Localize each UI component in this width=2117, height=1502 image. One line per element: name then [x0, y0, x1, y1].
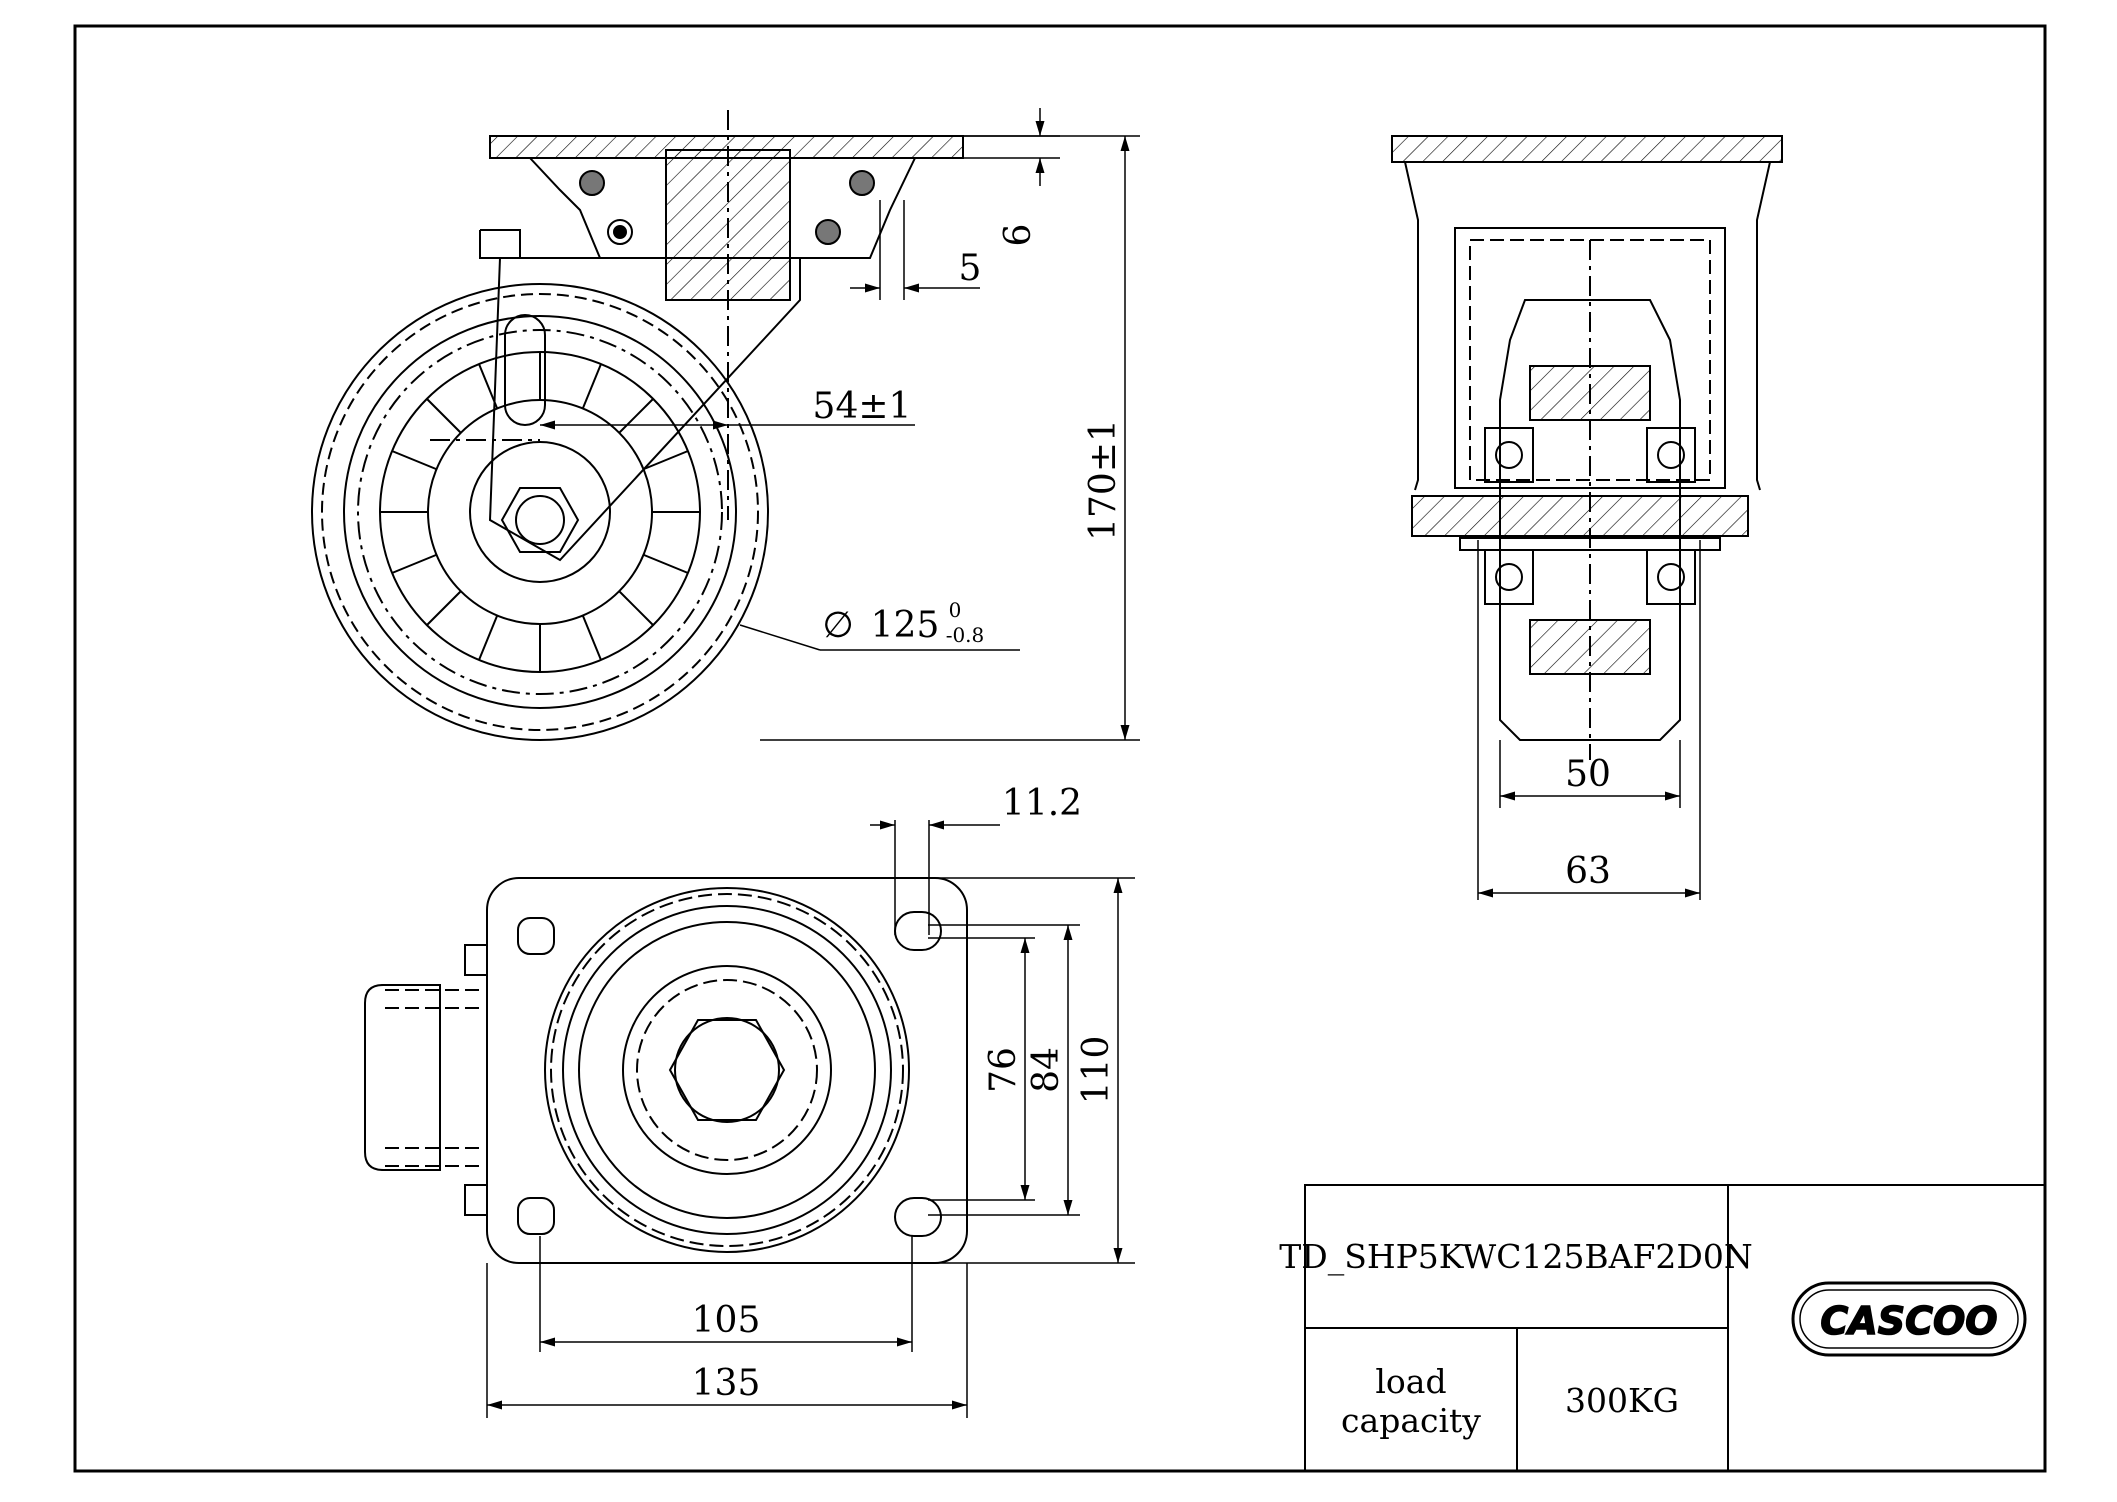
mount-plate	[486, 877, 968, 1264]
dim-fork-width: 63	[1565, 851, 1611, 892]
kingpin-hex	[668, 1019, 786, 1121]
axle-nut	[500, 487, 580, 553]
diameter-value: 125	[871, 605, 940, 646]
side-view	[311, 110, 964, 741]
ball-bearing	[815, 219, 841, 245]
bolt-hole	[517, 917, 555, 955]
brand-logo: CASCOO	[1791, 1281, 2027, 1357]
wheel-spokes	[380, 352, 700, 672]
dim-bolt-spacing-mid: 84	[1026, 1047, 1067, 1093]
dim-top-offset: 6	[998, 224, 1039, 247]
front-top-plate	[1391, 135, 1783, 163]
bearing-left-top	[1484, 427, 1534, 483]
front-view-dimensions	[1477, 540, 1701, 900]
dim-wheel-width: 50	[1565, 754, 1611, 795]
logo-text: CASCOO	[1820, 1299, 1997, 1343]
fork-logo-badge	[504, 314, 546, 426]
dim-lock-offset: 5	[959, 248, 982, 289]
load-label-line1: load	[1375, 1362, 1446, 1401]
sheet-border	[73, 24, 2047, 1473]
diameter-tol-lower: -0.8	[946, 623, 985, 647]
load-value: 300KG	[1565, 1381, 1679, 1420]
dim-height: 170±1	[1083, 419, 1124, 541]
bearing-right-top	[1646, 427, 1696, 483]
load-label-line2: capacity	[1341, 1401, 1481, 1440]
wheel-outer	[311, 283, 769, 741]
part-number: TD_SHP5KWC125BAF2D0N	[1279, 1237, 1753, 1277]
bolt-hole	[517, 1197, 555, 1235]
dim-bolt-spacing-short: 76	[983, 1047, 1024, 1093]
bearing-left-bottom	[1484, 549, 1534, 605]
front-axle	[1411, 495, 1749, 537]
top-view-dimensions	[486, 820, 1135, 1418]
dim-hole-diameter: 11.2	[1002, 783, 1082, 824]
bearing-right-bottom	[1646, 549, 1696, 605]
dim-swivel-offset: 54±1	[813, 386, 912, 427]
ball-bearing	[849, 170, 875, 196]
diameter-symbol: ∅	[822, 605, 853, 646]
front-view	[1391, 135, 1783, 760]
side-view-dimensions	[540, 108, 1140, 741]
bolt-hole	[894, 1197, 942, 1237]
top-view	[364, 877, 968, 1264]
diameter-tol-upper: 0	[949, 598, 962, 622]
dim-plate-length: 135	[692, 1363, 761, 1404]
dim-wheel-diameter: ∅ 125 0 -0.8	[822, 598, 984, 647]
title-block	[1304, 1184, 2046, 1472]
raceway-outer	[544, 887, 910, 1253]
ball-bearing	[579, 170, 605, 196]
dim-plate-width: 110	[1076, 1036, 1117, 1105]
bolt-hole	[894, 911, 942, 951]
dim-bolt-spacing-long: 105	[692, 1300, 761, 1341]
